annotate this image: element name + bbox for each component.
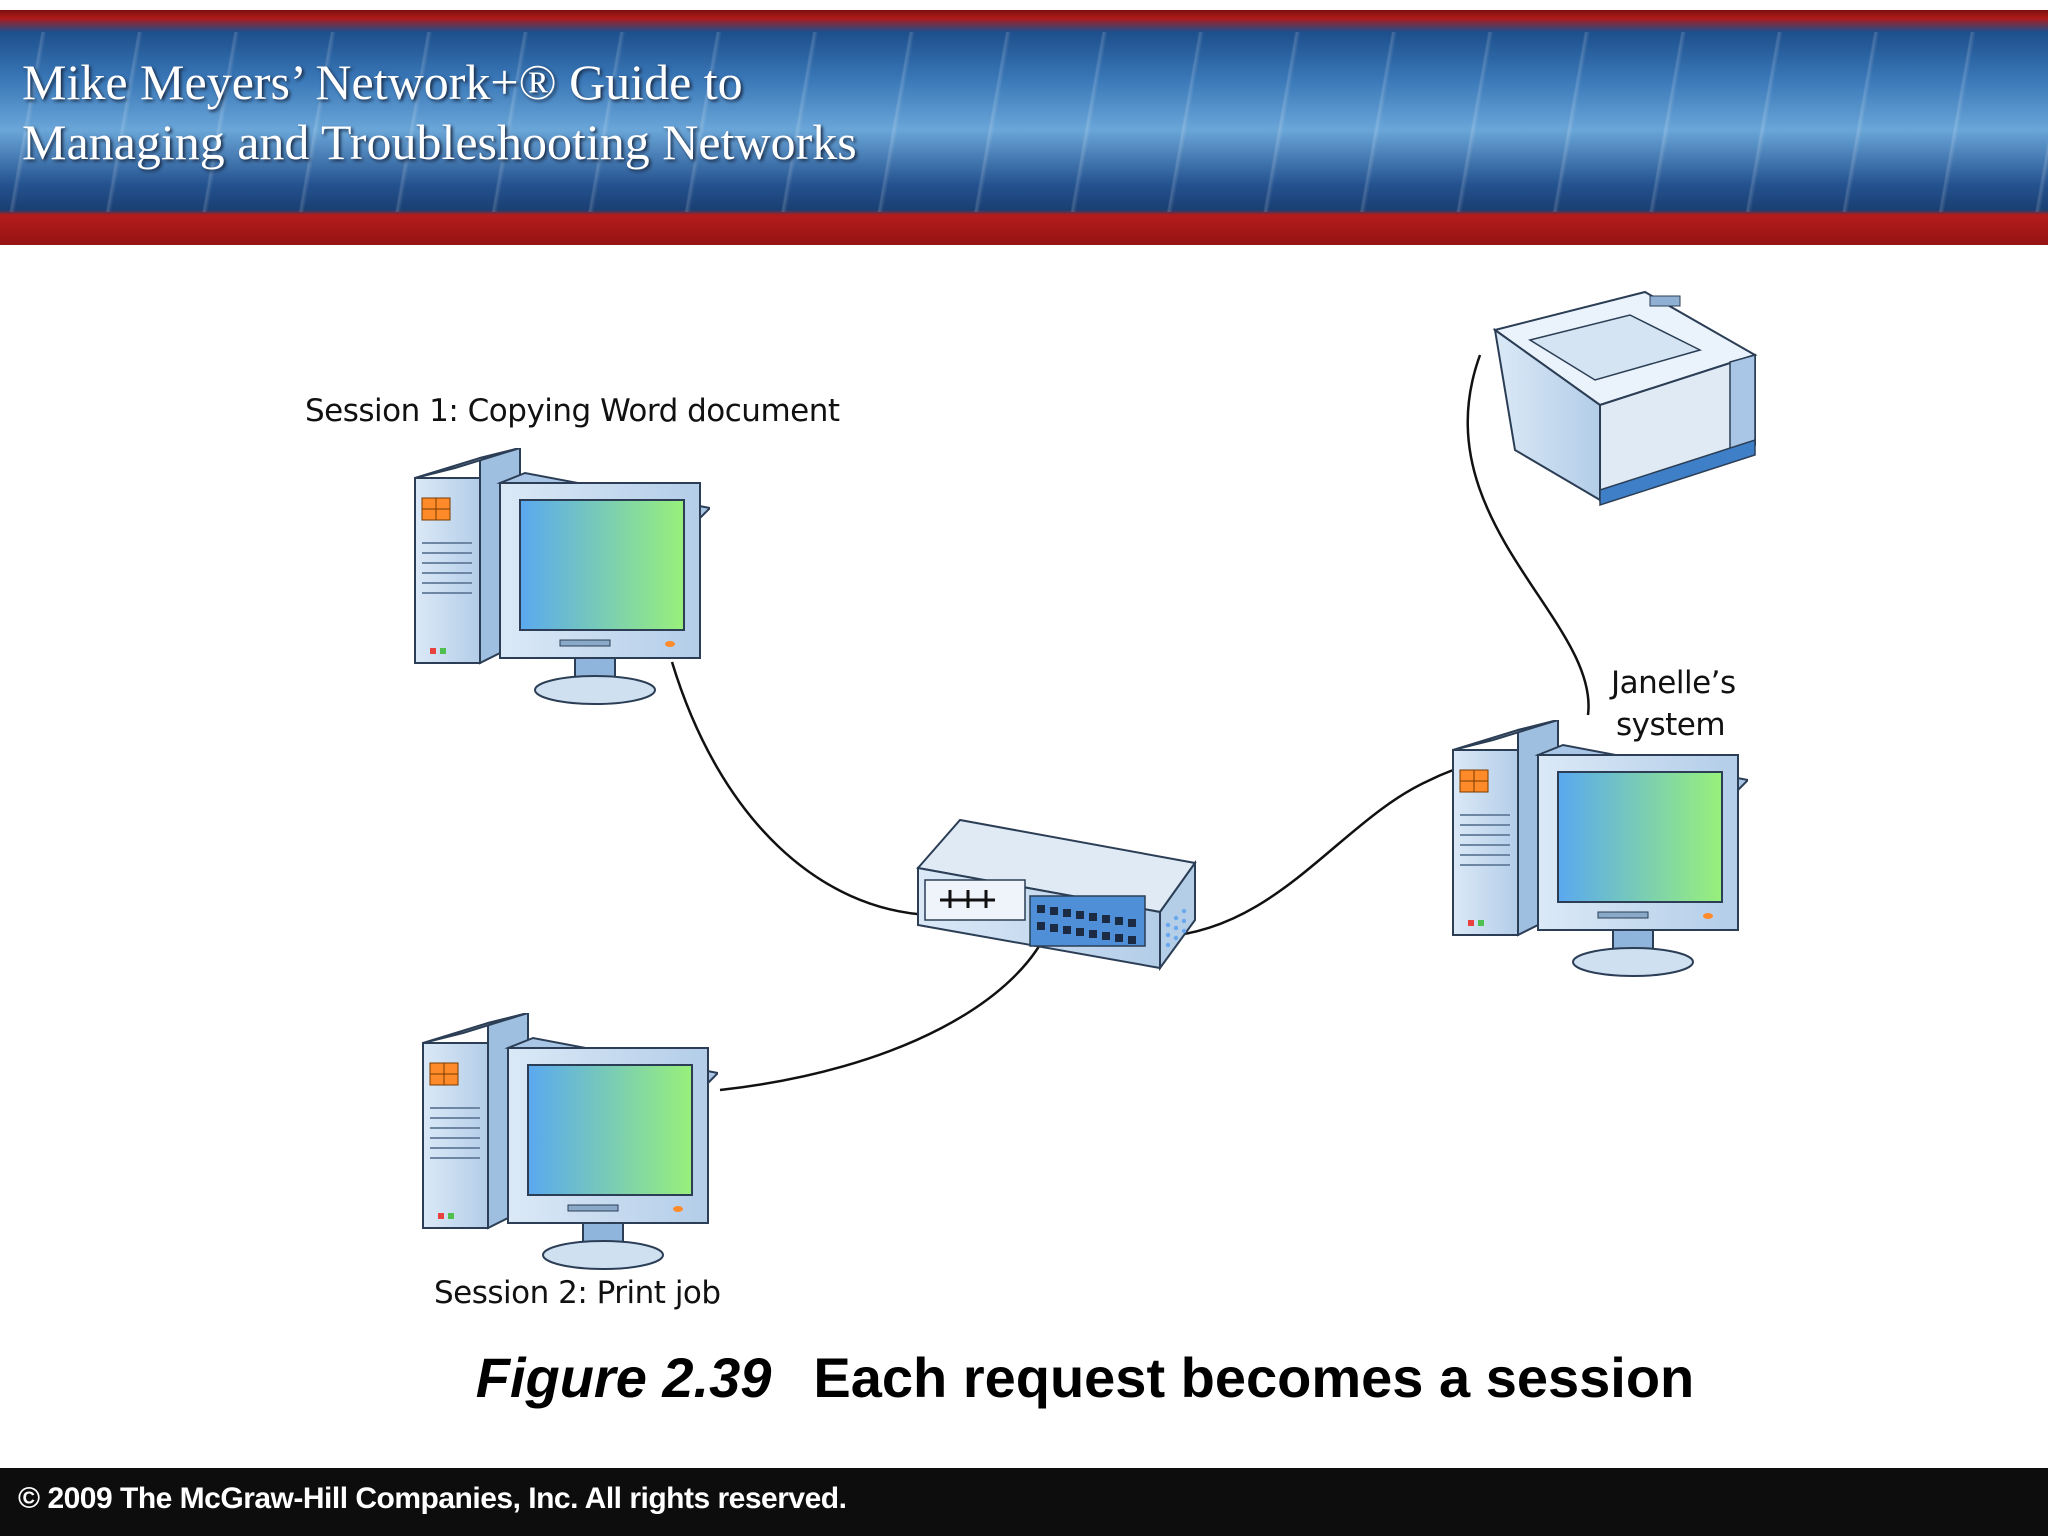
cable-session2	[719, 924, 1052, 1092]
figure-text: Each request becomes a session	[813, 1346, 1695, 1409]
title-line-1: Mike Meyers’ Network+® Guide to	[22, 54, 743, 110]
janelle-label-line1: Janelle’s	[1611, 665, 1736, 701]
header-light-streaks	[0, 32, 2048, 212]
diagram-canvas	[414, 290, 1758, 1270]
printer-icon	[1492, 290, 1758, 507]
session2-label: Session 2: Print job	[434, 1275, 721, 1311]
switch-icon	[916, 818, 1197, 972]
slide-footer: © 2009 The McGraw-Hill Companies, Inc. A…	[0, 1468, 2048, 1536]
session1-label: Session 1: Copying Word document	[305, 393, 840, 429]
computer-icon	[1452, 720, 1748, 977]
computer-icon	[414, 448, 710, 705]
figure-caption: Figure 2.39 Each request becomes a sessio…	[0, 1345, 2048, 1410]
figure-number: Figure 2.39	[475, 1346, 772, 1409]
cable-printer	[1466, 354, 1590, 716]
copyright-text: © 2009 The McGraw-Hill Companies, Inc. A…	[18, 1482, 847, 1515]
computer-icon	[422, 1013, 718, 1270]
slide-header: Mike Meyers’ Network+® Guide to Managing…	[0, 0, 2048, 245]
title-line-2: Managing and Troubleshooting Networks	[22, 114, 857, 170]
slide-title: Mike Meyers’ Network+® Guide to Managing…	[22, 52, 1122, 172]
header-banner	[0, 10, 2048, 245]
janelle-label-line2: system	[1616, 707, 1726, 743]
cable-session1	[670, 661, 931, 917]
network-diagram: Session 1: Copying Word document Session…	[0, 245, 2048, 1465]
